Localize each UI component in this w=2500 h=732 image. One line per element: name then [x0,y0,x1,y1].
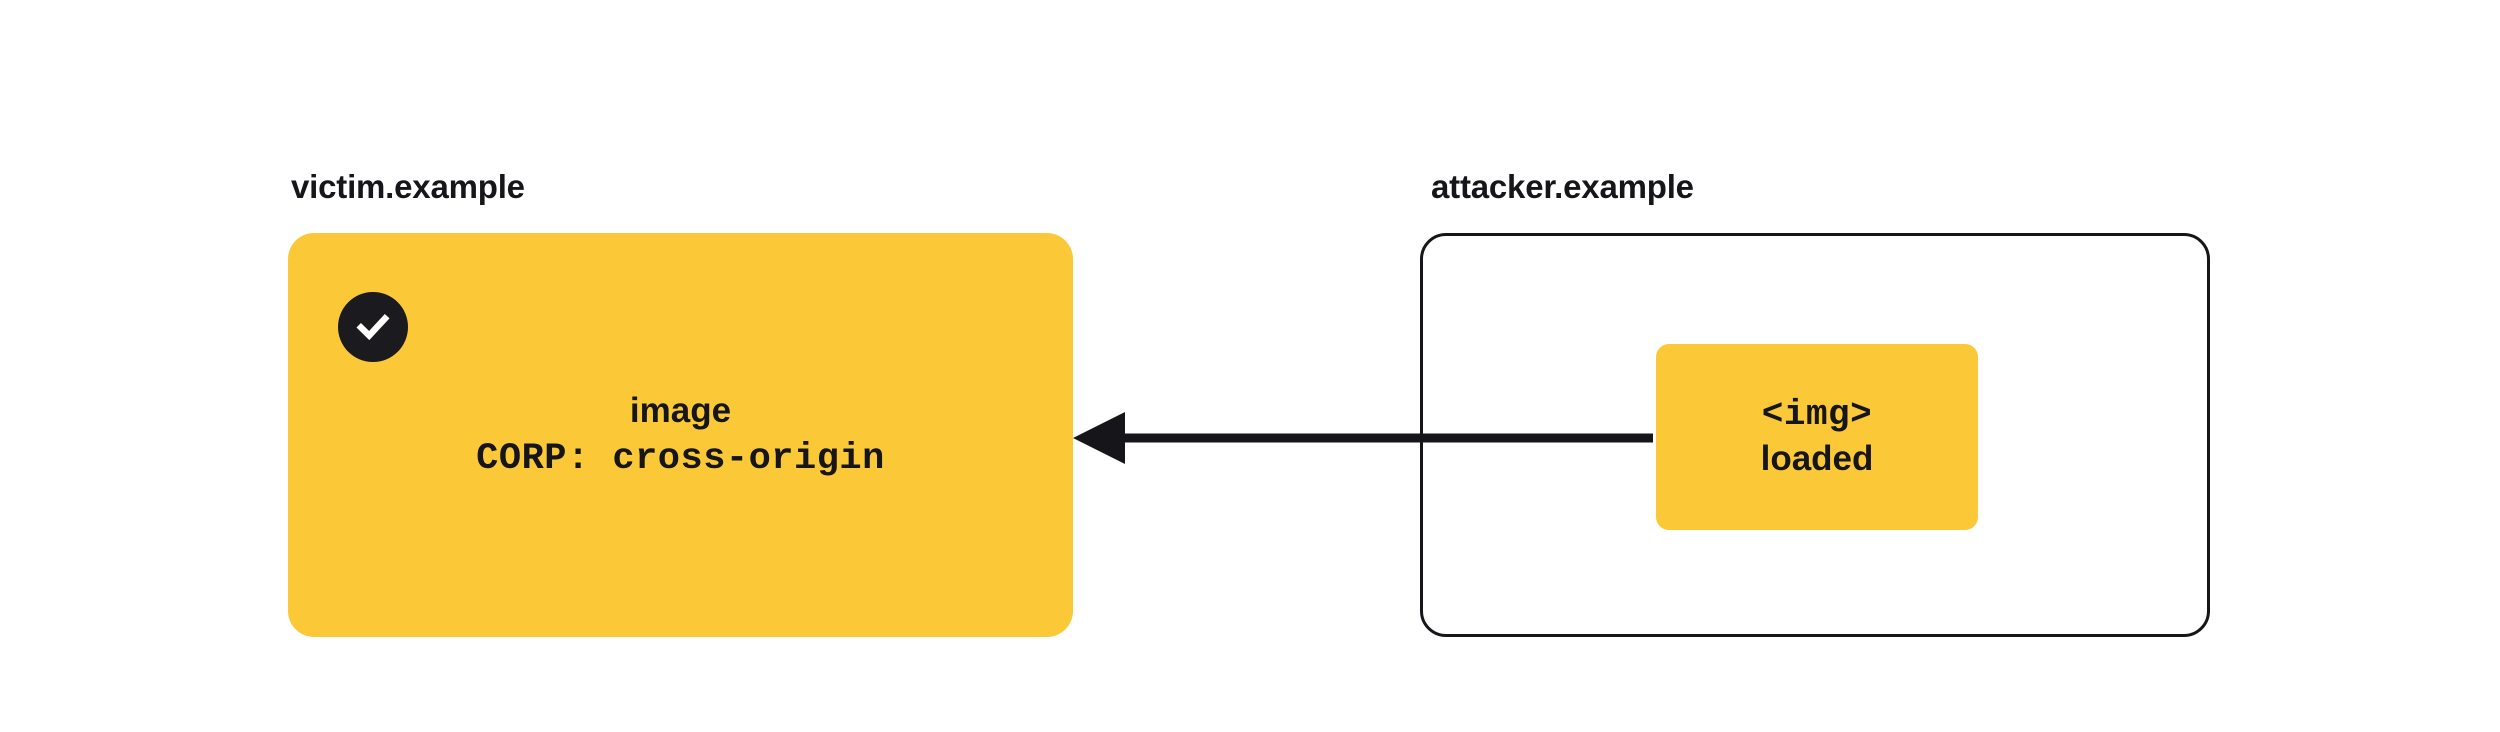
img-tag-label: <img> [1761,394,1873,435]
check-icon [338,292,408,362]
img-status-label: loaded [1760,439,1874,478]
attacker-origin-label: attacker.example [1431,168,1694,205]
resource-corp-header: CORP: cross-origin [476,438,885,480]
attacker-frame: <img> loaded [1420,233,2210,637]
img-element-box: <img> loaded [1656,344,1978,530]
victim-resource-box: image CORP: cross-origin [288,233,1073,637]
victim-resource-text: image CORP: cross-origin [288,388,1073,484]
resource-name: image [629,391,732,430]
victim-origin-label: victim.example [291,168,525,205]
